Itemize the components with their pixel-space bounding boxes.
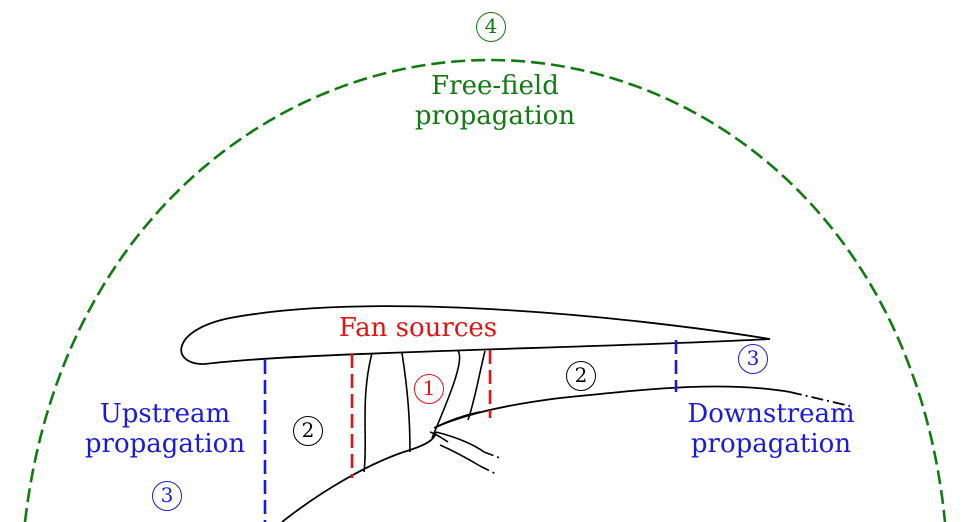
core-cowl-extension bbox=[789, 391, 851, 407]
upstream-label-line2: propagation bbox=[84, 428, 246, 459]
downstream-label-line2: propagation bbox=[690, 428, 852, 459]
upstream-propagation-label: Upstream propagation bbox=[70, 399, 260, 460]
bypass-duct-marker: 2 bbox=[566, 361, 596, 391]
free-field-boundary bbox=[23, 58, 947, 522]
fan-sources-marker: 1 bbox=[414, 374, 444, 404]
fan-blade bbox=[431, 350, 461, 439]
core-casing-lower-extension bbox=[479, 465, 497, 475]
free-field-label: Free-field propagation bbox=[400, 71, 590, 132]
free-field-marker: 4 bbox=[476, 12, 506, 42]
spinner-hub bbox=[281, 431, 437, 522]
fan-blade bbox=[363, 352, 373, 473]
free-field-label-line2: propagation bbox=[414, 100, 576, 131]
downstream-label-line1: Downstream bbox=[687, 399, 855, 429]
upstream-label-line1: Upstream bbox=[99, 399, 231, 429]
fan-blade bbox=[401, 352, 411, 453]
nacelle-cowl bbox=[180, 305, 771, 365]
inlet-duct-marker: 2 bbox=[293, 416, 323, 446]
upstream-marker: 3 bbox=[152, 481, 182, 511]
fan-blade bbox=[467, 350, 486, 421]
splitter-inner bbox=[429, 431, 449, 443]
splitter bbox=[433, 411, 481, 429]
downstream-marker: 3 bbox=[738, 344, 768, 374]
core-casing-extension bbox=[483, 451, 501, 459]
fan-sources-label: Fan sources bbox=[338, 313, 498, 343]
downstream-propagation-label: Downstream propagation bbox=[676, 399, 866, 460]
free-field-label-line1: Free-field bbox=[431, 71, 559, 101]
core-casing bbox=[435, 431, 485, 453]
core-casing-lower bbox=[439, 444, 481, 467]
